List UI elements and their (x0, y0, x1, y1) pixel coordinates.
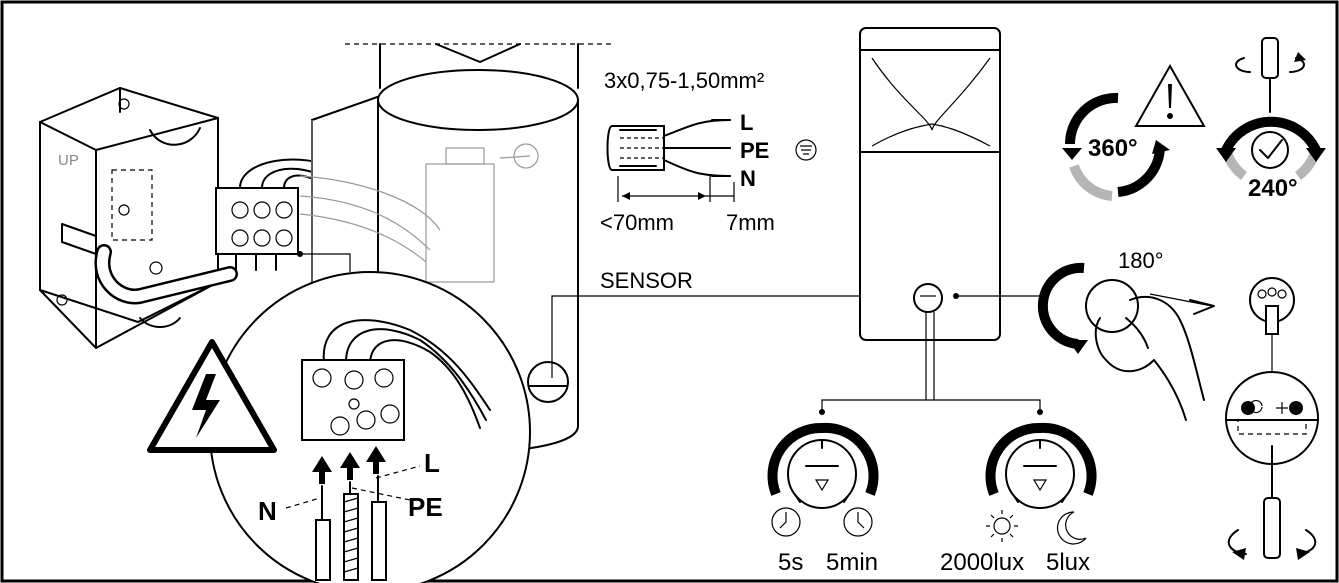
time-dial (767, 422, 879, 509)
wire-N-label: N (740, 166, 756, 191)
lux-min-label: 2000lux (940, 549, 1024, 576)
head-turn-graphic (1037, 262, 1215, 421)
rotation-360-graphic (1062, 92, 1170, 201)
warning-icon (1134, 63, 1206, 127)
terminal-L-label: L (424, 448, 440, 478)
lux-dial (985, 422, 1097, 509)
sensor-label: SENSOR (600, 268, 693, 293)
clock-icon (771, 507, 873, 537)
rotation-240: 240° (1248, 175, 1298, 202)
electric-hazard-icon (147, 339, 277, 453)
sensor-housing (819, 27, 1049, 415)
strip-length: <70mm (600, 210, 674, 235)
conductor-strip: 7mm (726, 210, 775, 235)
terminal-PE-label: PE (408, 492, 443, 522)
sun-icon (986, 510, 1018, 542)
rotation-240-graphic (1216, 116, 1326, 180)
earth-ground-icon (795, 139, 817, 161)
sensor-head-detail (1225, 277, 1319, 560)
terminal-N-label: N (258, 496, 277, 526)
cable-spec: 3x0,75-1,50mm² (604, 68, 764, 93)
box-marking: UP (58, 152, 79, 169)
wire-PE-label: PE (740, 138, 769, 163)
terminal-detail-circle (209, 251, 531, 583)
wire-L-label: L (740, 110, 753, 135)
sensor-leader-line (551, 295, 900, 378)
screwdriver-icon (1235, 37, 1306, 113)
check-icon (1251, 131, 1289, 169)
moon-icon (1056, 511, 1087, 545)
cable-drawing (606, 119, 735, 202)
rotation-360: 360° (1088, 135, 1138, 162)
time-min-label: 5s (778, 549, 803, 576)
rotation-180: 180° (1118, 248, 1164, 273)
junction-box (39, 86, 238, 349)
time-max-label: 5min (826, 549, 878, 576)
lux-max-label: 5lux (1046, 549, 1090, 576)
